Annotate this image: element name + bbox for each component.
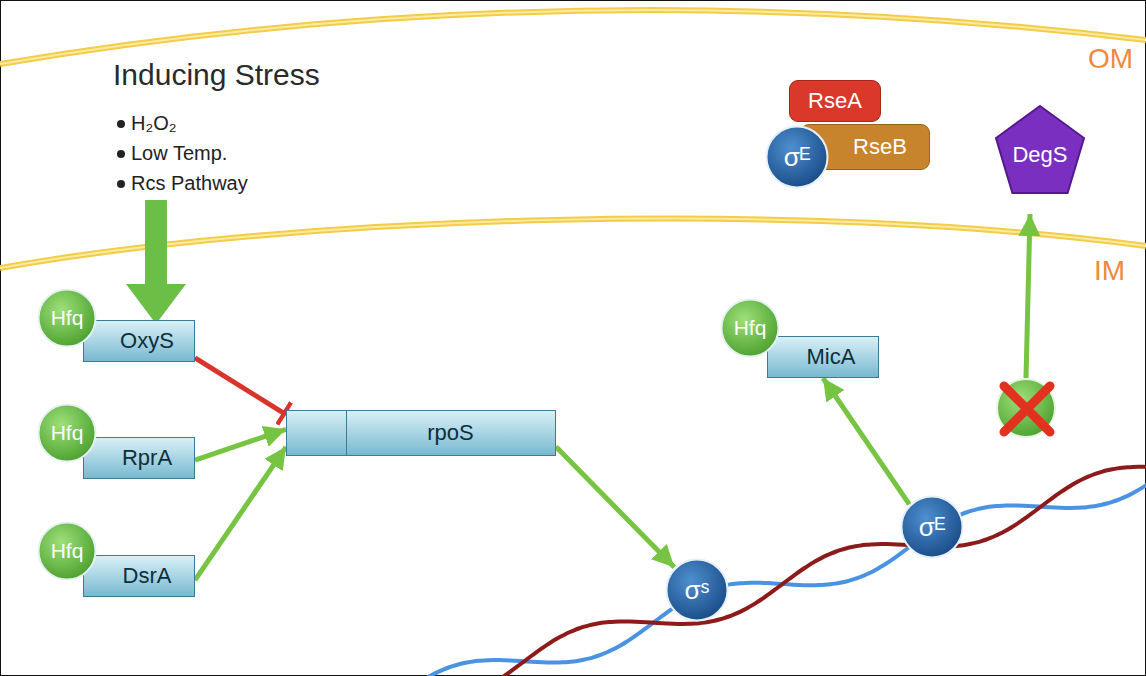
node-text: Hfq	[51, 306, 84, 329]
node-text: DegS	[1012, 143, 1067, 167]
node-text: σˢ	[685, 576, 710, 605]
bullet	[117, 120, 125, 128]
cross-mark	[1004, 386, 1050, 432]
bullet	[117, 150, 125, 158]
sigma-factor: σᴱ	[765, 125, 829, 189]
mrna-box: rpoS	[286, 410, 556, 456]
node-text: Hfq	[51, 539, 84, 562]
hfq-chaperone: Hfq	[37, 288, 97, 348]
activation-arrow	[823, 378, 909, 504]
stress-item: H₂O₂	[131, 112, 177, 134]
stress-heading: Inducing Stress	[113, 58, 320, 91]
srna-box: RprA	[83, 437, 195, 479]
dna-strand	[395, 468, 1146, 676]
activation-arrow	[195, 447, 286, 580]
stress-item: Rcs Pathway	[131, 172, 248, 194]
sigma-factor: σˢ	[665, 558, 729, 622]
node-text: DsrA	[123, 564, 172, 588]
activation-arrow	[556, 447, 674, 568]
srna-box: OxyS	[83, 320, 195, 362]
inhibition-connector	[195, 358, 286, 415]
stress-item: Low Temp.	[131, 142, 227, 164]
outer-membrane-highlight	[0, 10, 1146, 64]
protein-box: RseA	[789, 80, 881, 122]
hfq-chaperone: Hfq	[720, 298, 780, 358]
node-text: σᴱ	[784, 143, 811, 172]
protease-pentagon: DegS	[994, 104, 1086, 196]
node-text: RprA	[122, 446, 172, 470]
inner-membrane-highlight	[0, 219, 1146, 268]
node-text: σᴱ	[919, 513, 946, 542]
stress-arrow	[126, 200, 186, 324]
node-text: rpoS	[427, 421, 473, 445]
bullet	[117, 180, 125, 188]
dna-strand	[395, 467, 1146, 676]
srna-box: MicA	[767, 336, 879, 378]
node-text: MicA	[807, 345, 856, 369]
absent-hfq	[997, 379, 1055, 437]
sigma-factor: σᴱ	[900, 495, 964, 559]
membrane-label: OM	[1088, 44, 1133, 75]
hfq-chaperone: Hfq	[37, 521, 97, 581]
node-text: OxyS	[120, 329, 174, 353]
release-arrow	[1026, 214, 1030, 378]
outer-membrane	[0, 10, 1146, 64]
node-text: RseA	[808, 89, 862, 113]
node-text: RseB	[853, 135, 907, 159]
node-text: Hfq	[51, 421, 84, 444]
cross-mark	[1004, 386, 1050, 432]
membrane-label: IM	[1094, 256, 1125, 287]
activation-arrow	[195, 429, 286, 460]
segment-divider	[346, 411, 347, 455]
inner-membrane	[0, 219, 1146, 268]
hfq-chaperone: Hfq	[37, 403, 97, 463]
srna-box: DsrA	[83, 555, 195, 597]
node-text: Hfq	[734, 316, 767, 339]
dna-helix	[395, 467, 1146, 676]
